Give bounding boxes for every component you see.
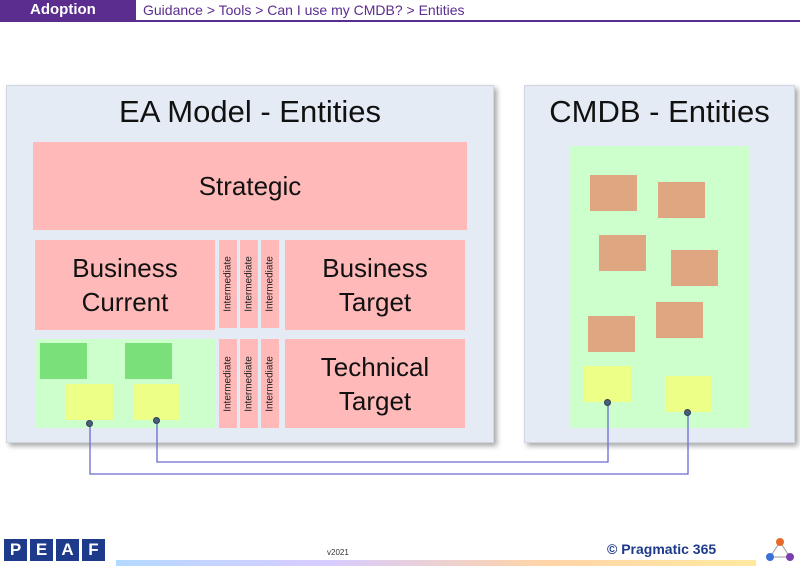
link-endpoint — [684, 409, 691, 416]
peaf-logo: P E A F — [4, 539, 105, 561]
cmdb-entities-area — [569, 146, 749, 428]
link-line-inner — [156, 403, 609, 463]
cmdb-entity-yellow-2 — [665, 376, 712, 412]
business-current-entities-area — [35, 339, 215, 428]
link-endpoint — [86, 420, 93, 427]
intermediate-block-1: Intermediate — [219, 240, 237, 328]
link-endpoint — [604, 399, 611, 406]
cmdb-entity-2 — [658, 182, 705, 218]
cmdb-entity-3 — [599, 235, 646, 271]
cmdb-entity-5 — [656, 302, 703, 338]
cmdb-entity-yellow-1 — [584, 366, 631, 402]
footer-gradient-bar — [116, 560, 756, 566]
entity-yellow-2 — [133, 384, 180, 420]
logo-letter: E — [30, 539, 53, 561]
cmdb-entity-4 — [671, 250, 718, 286]
entity-green-2 — [125, 343, 172, 379]
intermediate-block-5: Intermediate — [240, 339, 258, 428]
entity-green-1 — [40, 343, 87, 379]
header-bar: Adoption Guidance > Tools > Can I use my… — [0, 0, 800, 22]
breadcrumb[interactable]: Guidance > Tools > Can I use my CMDB? > … — [143, 2, 465, 18]
intermediate-block-2: Intermediate — [240, 240, 258, 328]
cmdb-entity-6 — [588, 316, 635, 352]
copyright-text: © Pragmatic 365 — [607, 541, 717, 557]
intermediate-block-4: Intermediate — [219, 339, 237, 428]
ea-model-title: EA Model - Entities — [119, 94, 381, 129]
technical-target-block: Technical Target — [285, 339, 465, 428]
logo-letter: F — [82, 539, 105, 561]
business-current-block: Business Current — [35, 240, 215, 330]
version-label: v2021 — [327, 548, 349, 557]
intermediate-block-6: Intermediate — [261, 339, 279, 428]
link-line-outer — [89, 413, 689, 475]
link-endpoint — [153, 417, 160, 424]
logo-letter: A — [56, 539, 79, 561]
pragmatic-network-icon — [766, 538, 794, 561]
cmdb-title: CMDB - Entities — [549, 94, 770, 129]
strategic-block: Strategic — [33, 142, 467, 230]
section-label: Adoption — [0, 0, 136, 20]
logo-letter: P — [4, 539, 27, 561]
intermediate-block-3: Intermediate — [261, 240, 279, 328]
entity-yellow-1 — [66, 384, 113, 420]
cmdb-entity-1 — [590, 175, 637, 211]
business-target-block: Business Target — [285, 240, 465, 330]
